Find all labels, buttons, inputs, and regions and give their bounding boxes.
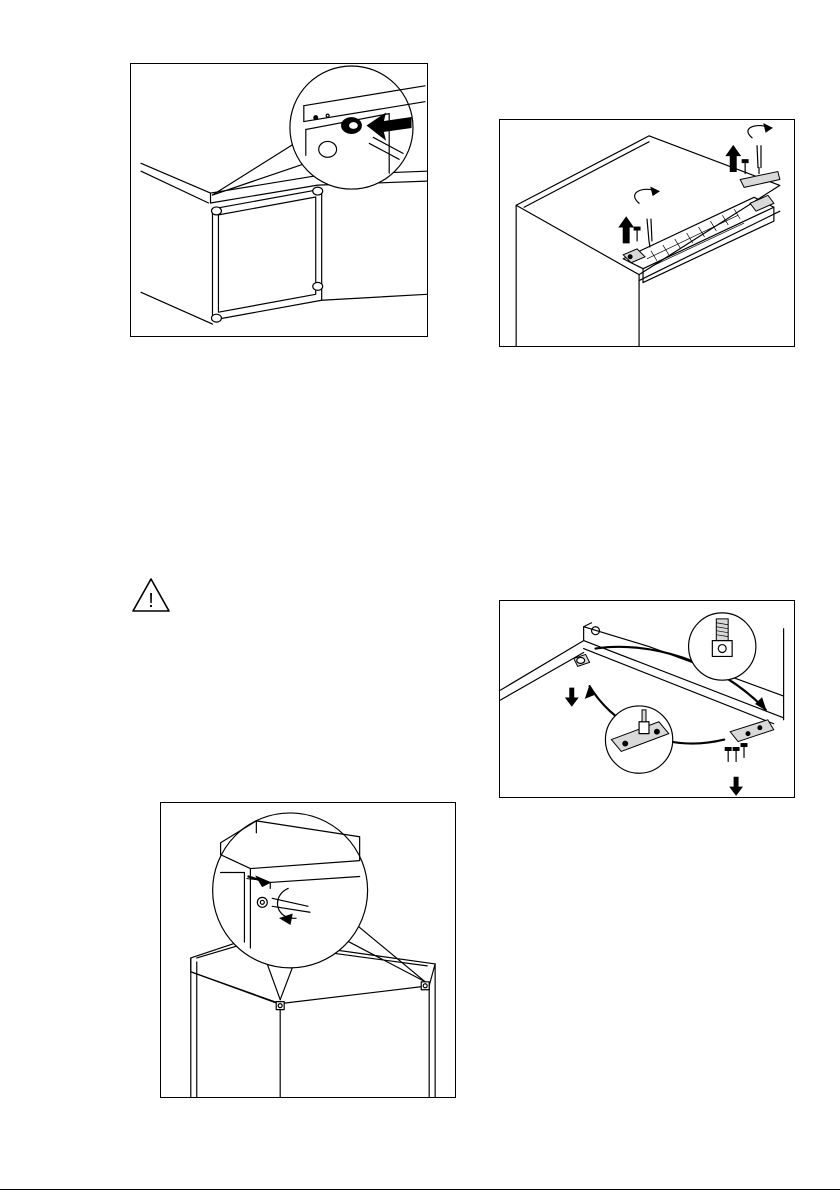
down-arrow-icon	[730, 777, 742, 795]
top-cover-screws-illustration	[500, 120, 794, 346]
hinge-cover-illustration	[131, 64, 427, 336]
hinge-screw-removal-illustration	[161, 803, 455, 1097]
hinge-bracket-swap-illustration	[500, 601, 794, 797]
warning-triangle-icon: !	[130, 576, 172, 614]
figure-hinge-cover-removal	[130, 63, 428, 337]
lift-arrow-icon	[619, 217, 633, 243]
warning-glyph: !	[148, 590, 154, 612]
figure-hinge-bracket-swap	[499, 600, 795, 798]
rotate-arrow-icon	[635, 124, 772, 203]
door-pin-icon	[211, 187, 322, 322]
figure-top-cover-removal	[499, 119, 795, 347]
lift-arrow-icon	[726, 146, 740, 172]
screw-icon	[725, 744, 747, 762]
page-bottom-rule	[0, 1189, 840, 1190]
down-arrow-icon	[566, 688, 578, 706]
figure-hinge-screw-removal	[160, 802, 456, 1098]
screw-icon	[276, 982, 429, 1010]
